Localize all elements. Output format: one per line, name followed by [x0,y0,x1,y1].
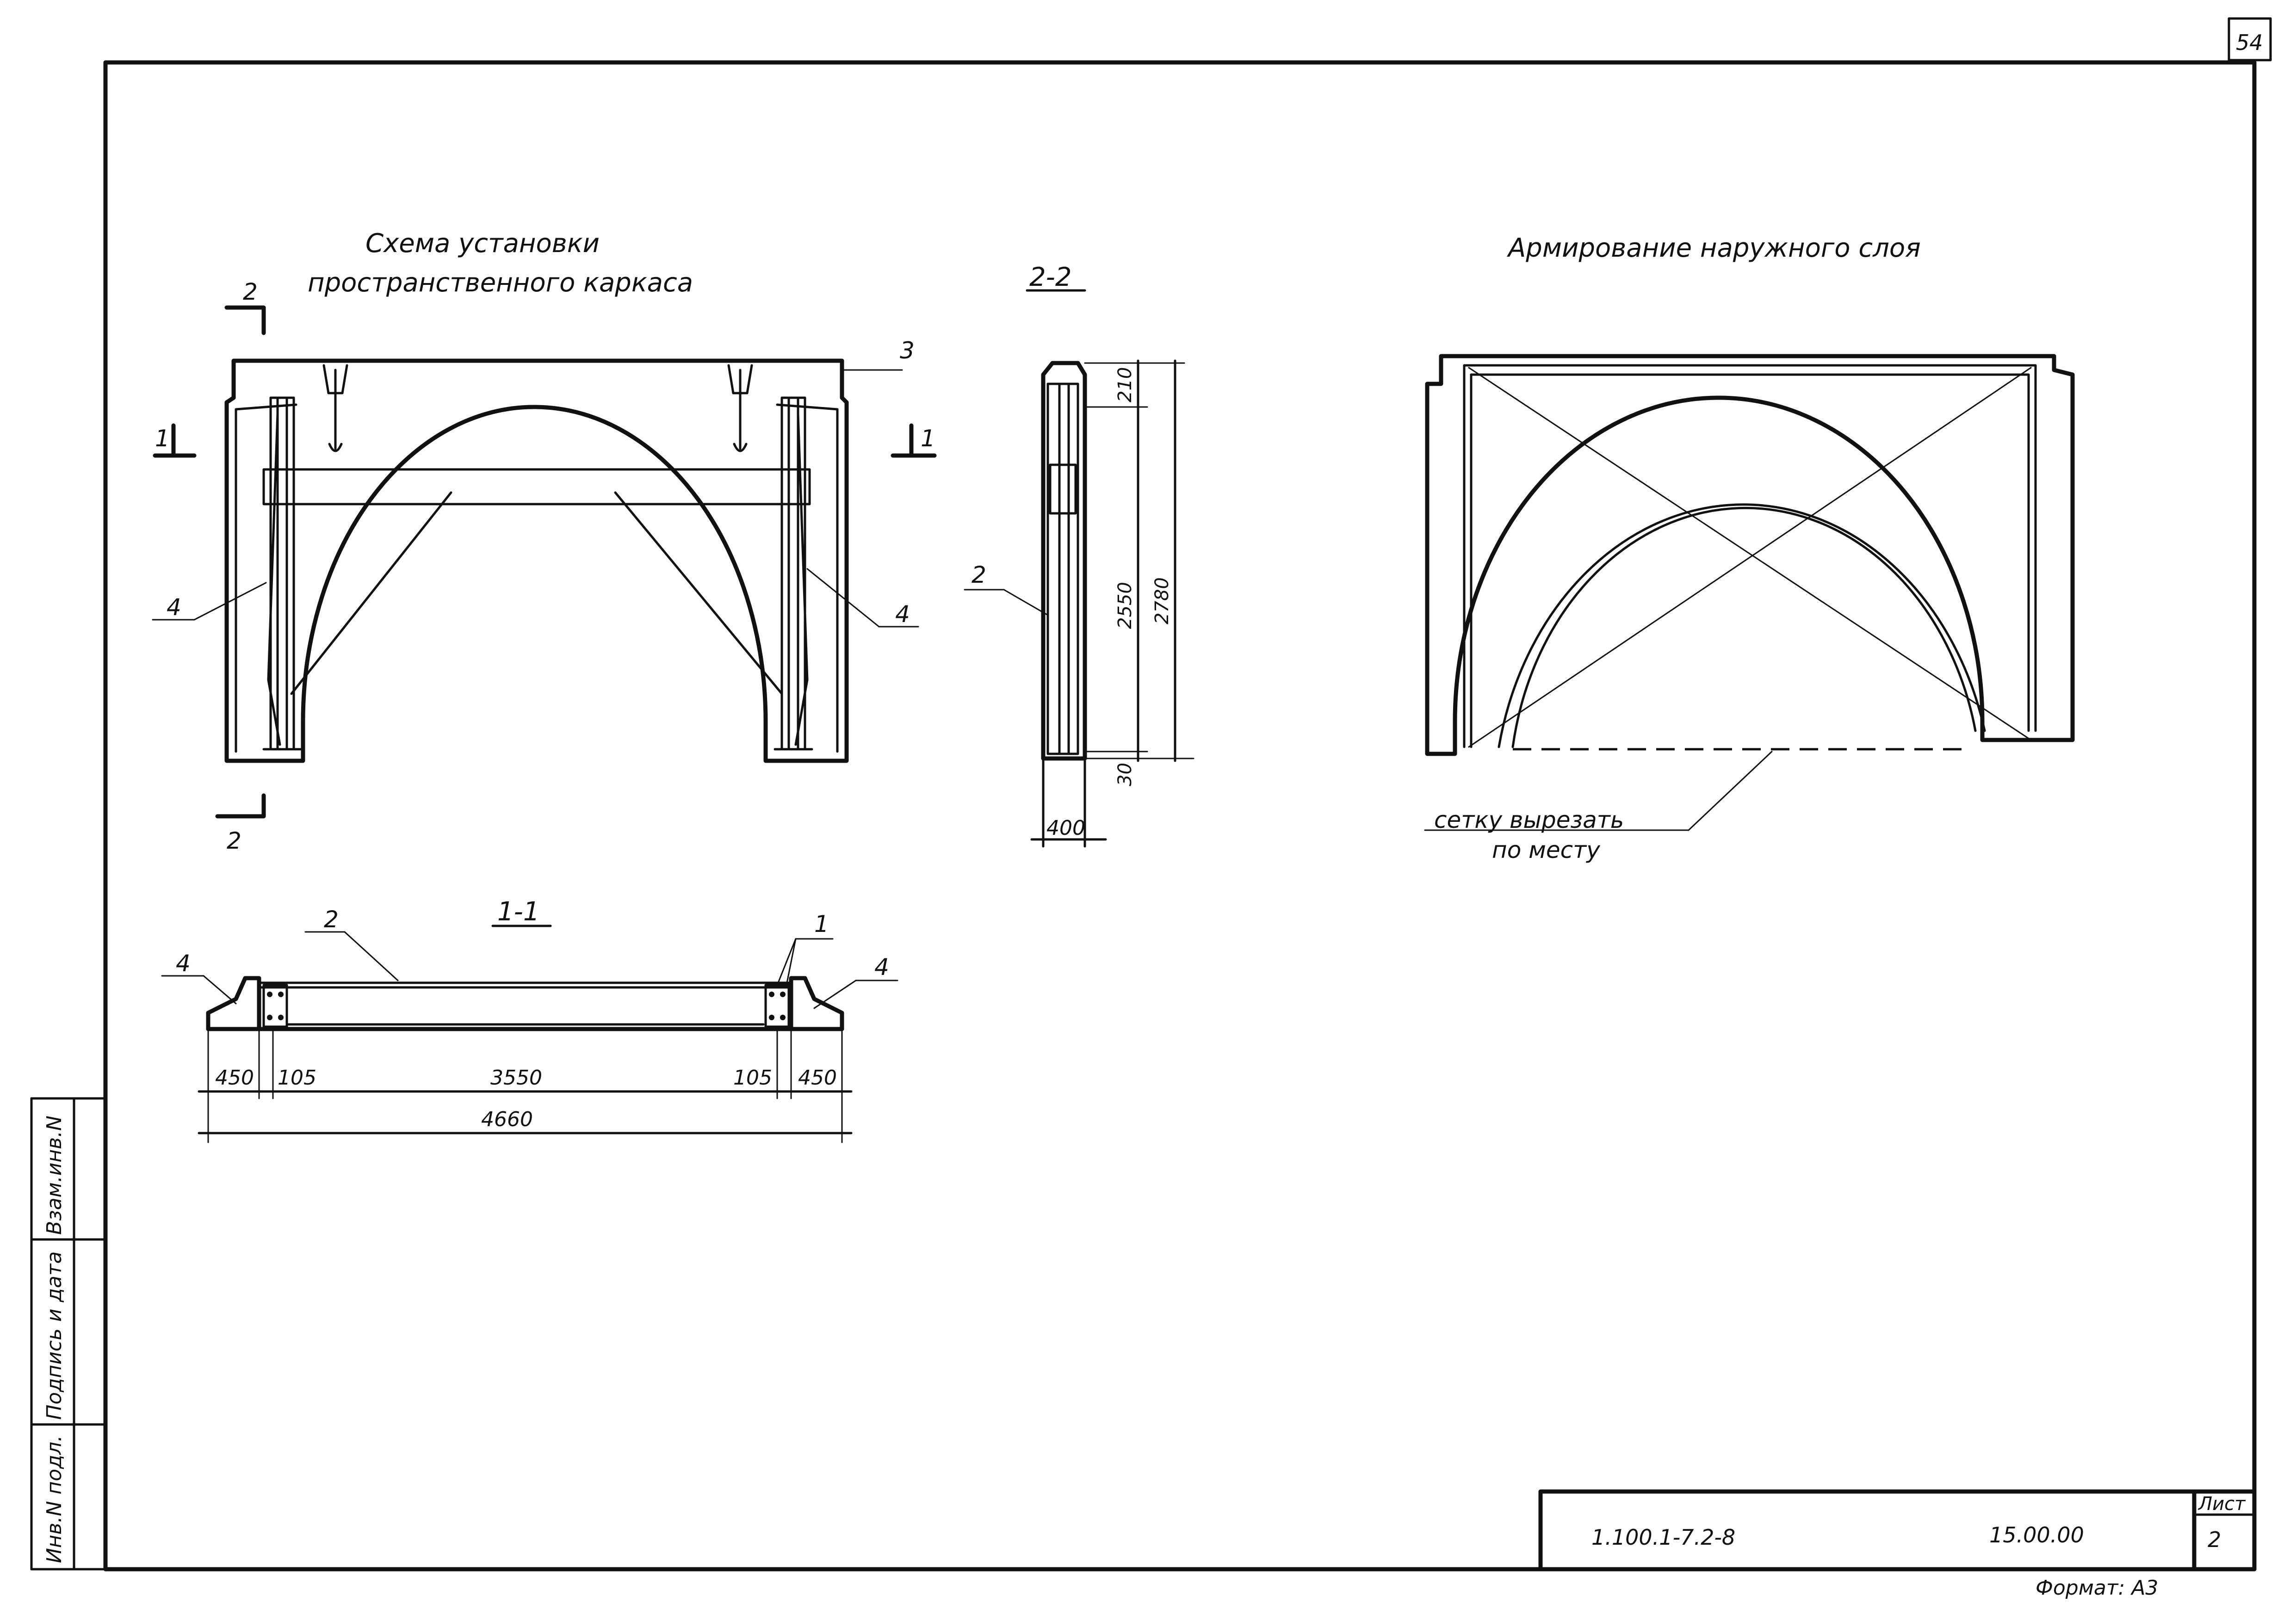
sheet-label: Лист [2197,1493,2246,1515]
note-line1: сетку вырезать [1434,807,1624,833]
dim-450-left: 450 [215,1066,254,1090]
section-2-2-callout-2: 2 [972,561,986,588]
stamp-replacement: Взам.инв.N [43,1116,66,1235]
scheme-callout-4-right: 4 [895,601,910,628]
section-2-2-title: 2-2 [1029,262,1071,292]
mark-number: 15.00.00 [1989,1523,2084,1547]
dim-105-left: 105 [278,1066,316,1090]
title-block: 1.100.1-7.2-8 15.00.00 Лист 2 Формат: А3 [1538,1489,2257,1600]
section-mark-1-right: 1 [921,425,935,452]
traverse-beam [262,468,811,505]
reinforcement-view: Армирование наружного слоя сетку вырезат… [1424,233,2075,863]
dim-400: 400 [1046,816,1085,840]
dim-2780: 2780 [1151,577,1173,624]
dim-4660: 4660 [481,1108,533,1131]
section-1-1-callout-4-right: 4 [874,954,889,980]
reinforcement-title: Армирование наружного слоя [1507,233,1921,263]
section-1-1-callout-1: 1 [814,911,829,937]
section-2-2-view: 2-2 210 2550 2780 30 400 2 [964,262,1194,848]
dim-105-right: 105 [733,1066,772,1090]
section-mark-1-left: 1 [155,425,170,452]
reinforcement-outline [1425,354,2075,756]
sheet-number: 2 [2208,1527,2221,1552]
stamp-inv-number: Инв.N подл. [43,1435,66,1563]
scheme-title-line1: Схема установки [365,228,600,259]
sheet-number-top: 54 [2236,30,2263,55]
dim-2550: 2550 [1114,582,1136,629]
scheme-callout-4-left: 4 [167,594,181,621]
dim-450-right: 450 [798,1066,837,1090]
dim-30: 30 [1114,763,1136,786]
scheme-view: Схема установки пространственного каркас… [152,228,937,854]
section-1-1-callout-2: 2 [324,906,339,933]
note-line2: по месту [1492,837,1601,863]
scheme-title-line2: пространственного каркаса [308,268,693,298]
dim-210: 210 [1114,367,1136,402]
sheet-frame: 54 [103,17,2272,1572]
section-mark-2-bottom: 2 [227,827,241,854]
section-mark-2-top: 2 [243,278,258,305]
section-1-1-title: 1-1 [497,897,539,927]
scheme-callout-3: 3 [900,337,915,364]
section-1-1-outline [206,976,844,1031]
stamp-signature-date: Подпись и дата [43,1251,66,1420]
scheme-outline [224,358,849,763]
section-1-1-callout-4-left: 4 [176,950,191,977]
document-code: 1.100.1-7.2-8 [1591,1525,1735,1550]
section-1-1-view: 1-1 2 1 4 4 [161,897,898,1143]
dim-3550: 3550 [490,1066,542,1090]
side-stamp: Инв.N подл. Подпись и дата Взам.инв.N [30,1097,107,1571]
format-note: Формат: А3 [2036,1576,2158,1600]
